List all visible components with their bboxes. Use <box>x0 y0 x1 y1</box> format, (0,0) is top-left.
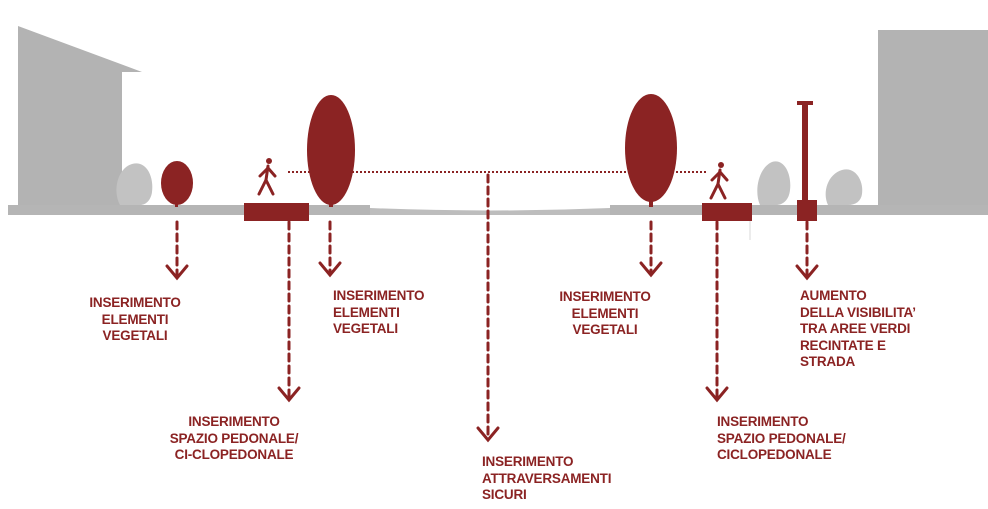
shrub-icon <box>757 161 791 205</box>
shrub-icon <box>116 163 153 205</box>
pedestrian-icon <box>709 162 729 200</box>
building-icon <box>18 26 142 212</box>
arrow-down-icon <box>165 220 189 281</box>
label-pedestrian-left: INSERIMENTO SPAZIO PEDONALE/ CI-CLOPEDON… <box>169 414 299 462</box>
arrow-down-icon <box>318 220 342 278</box>
pedestrian-zone <box>244 203 309 221</box>
tree-icon <box>625 94 677 207</box>
street-ground <box>8 205 988 240</box>
arrow-down-icon <box>476 173 500 443</box>
shrub-icon <box>161 161 193 207</box>
label-pedestrian-right: INSERIMENTO SPAZIO PEDONALE/ CICLOPEDONA… <box>717 414 846 462</box>
label-visibility: AUMENTO DELLA VISIBILITA’ TRA AREE VERDI… <box>800 288 916 369</box>
arrow-down-icon <box>705 220 729 403</box>
pedestrian-zone <box>702 203 752 221</box>
tree-icon <box>307 95 355 207</box>
post-icon <box>797 101 817 221</box>
shrub-icon <box>825 169 863 205</box>
arrow-down-icon <box>639 220 663 278</box>
label-vegetation-mid-left: INSERIMENTO ELEMENTI VEGETALI <box>333 288 425 336</box>
pedestrian-icon <box>257 158 277 196</box>
arrow-down-icon <box>277 220 301 403</box>
label-vegetation-mid-right: INSERIMENTO ELEMENTI VEGETALI <box>559 289 651 337</box>
arrow-down-icon <box>795 220 819 281</box>
label-safe-crossings: INSERIMENTO ATTRAVERSAMENTI SICURI <box>482 454 612 502</box>
label-vegetation-left: INSERIMENTO ELEMENTI VEGETALI <box>89 295 181 343</box>
building-icon <box>878 30 988 212</box>
